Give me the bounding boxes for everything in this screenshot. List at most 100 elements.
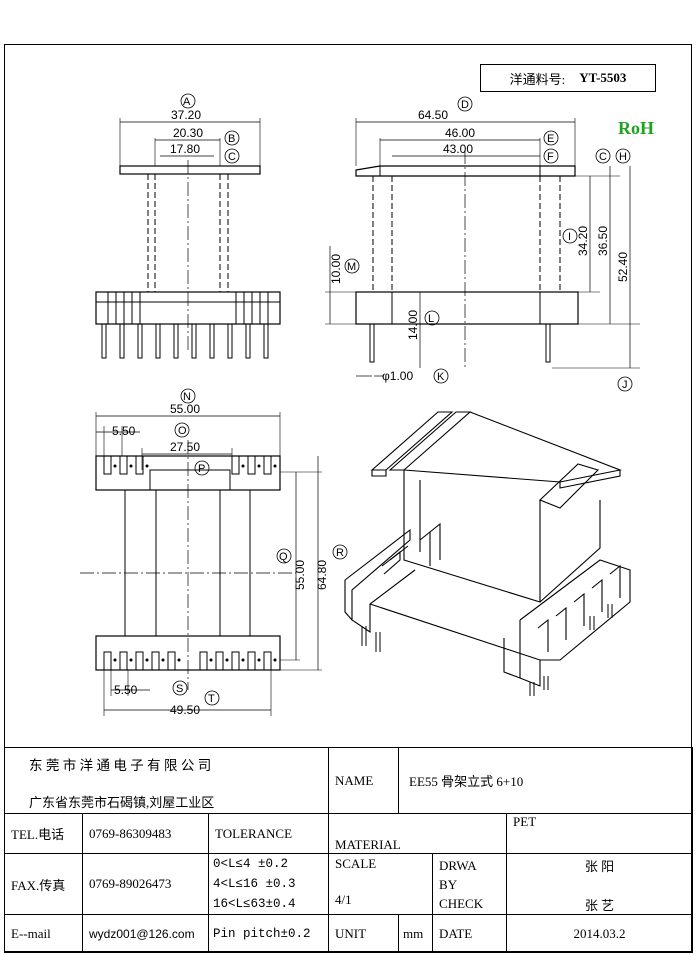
tolerance-row-1: 0<L≤4 ±0.2	[213, 857, 289, 871]
dim-B: 20.30	[173, 126, 203, 140]
tolerance-row-3: 16<L≤63±0.4	[213, 897, 296, 911]
svg-text:Q: Q	[279, 551, 288, 563]
company-name: 东 莞 市 洋 通 电 子 有 限 公 司	[29, 758, 212, 773]
name-value: EE55 骨架立式 6+10	[398, 747, 694, 814]
svg-text:S: S	[176, 683, 183, 695]
marker-N: N	[180, 388, 196, 404]
marker-F: F	[543, 148, 559, 164]
marker-B: B	[224, 130, 240, 146]
svg-text:H: H	[619, 151, 627, 163]
dim-S: 5.50	[114, 683, 138, 697]
tolerance-values: 0<L≤4 ±0.2 4<L≤16 ±0.3 16<L≤63±0.4	[207, 853, 330, 915]
front-view	[95, 118, 281, 359]
side-view	[325, 118, 640, 377]
tel-label: TEL.电话	[4, 813, 83, 854]
date-label: DATE	[432, 914, 508, 953]
marker-E: E	[543, 130, 559, 146]
company-cell: 东 莞 市 洋 通 电 子 有 限 公 司 广东省东莞市石碣镇,刘屋工业区	[3, 747, 330, 814]
dim-C: 17.80	[170, 142, 200, 156]
svg-text:D: D	[461, 99, 469, 111]
marker-R: R	[332, 544, 348, 560]
technical-drawing: 37.20 20.30 17.80 A B C	[80, 93, 640, 717]
svg-text:I: I	[568, 231, 571, 243]
tolerance-label: TOLERANCE	[207, 813, 330, 854]
dim-L: 14.00	[406, 310, 420, 340]
company-address: 广东省东莞市石碣镇,刘屋工业区	[29, 795, 215, 810]
marker-O: O	[174, 422, 190, 438]
marker-T: T	[204, 690, 220, 706]
check-value: 张 艺	[584, 898, 615, 913]
marker-D: D	[457, 96, 473, 112]
dim-F: 43.00	[443, 142, 473, 156]
marker-J: J	[617, 376, 633, 392]
marker-H: H	[615, 148, 631, 164]
scale-cell: SCALE 4/1	[328, 853, 434, 915]
dim-D: 64.50	[418, 108, 448, 122]
unit-value: mm	[398, 914, 434, 953]
dim-N: 55.00	[170, 402, 200, 416]
svg-text:O: O	[178, 425, 187, 437]
dim-P: 27.50	[170, 440, 200, 454]
name-label: NAME	[328, 747, 400, 814]
svg-text:M: M	[347, 261, 356, 273]
fax-value: 0769-89026473	[82, 853, 209, 915]
email-label: E--mail	[4, 914, 83, 953]
drawby-value-cell: 张 阳 张 艺	[506, 853, 694, 915]
svg-text:A: A	[183, 96, 191, 108]
dim-E: 46.00	[445, 126, 475, 140]
material-label: MATERIAL	[328, 813, 508, 854]
marker-P: P	[194, 460, 210, 476]
dim-O: 5.50	[112, 424, 136, 438]
marker-C2: C	[595, 148, 611, 164]
fax-label: FAX.传真	[4, 853, 83, 915]
unit-label: UNIT	[328, 914, 400, 953]
dim-K: φ1.00	[382, 369, 413, 383]
svg-text:J: J	[622, 379, 628, 391]
dim-A: 37.20	[171, 108, 201, 122]
isometric-view	[344, 411, 631, 696]
tolerance-row-2: 4<L≤16 ±0.3	[213, 877, 296, 891]
title-block: 东 莞 市 洋 通 电 子 有 限 公 司 广东省东莞市石碣镇,刘屋工业区 NA…	[3, 747, 694, 953]
tel-value: 0769-86309483	[82, 813, 209, 854]
email-value: wydz001@126.com	[82, 914, 209, 953]
marker-C: C	[224, 148, 240, 164]
pin-pitch: Pin pitch±0.2	[207, 914, 330, 953]
part-number-box: 洋通料号: YT-5503	[480, 64, 656, 92]
dim-J: 52.40	[616, 252, 630, 282]
svg-text:L: L	[428, 313, 434, 325]
part-number-code: YT-5503	[579, 70, 627, 85]
dim-M: 10.00	[329, 254, 343, 284]
svg-text:C: C	[599, 151, 607, 163]
dim-I: 34.20	[576, 226, 590, 256]
rohs-mark: RoH	[618, 118, 654, 138]
drawby-cell: DRWA BY CHECK	[432, 853, 508, 915]
date-value: 2014.03.2	[506, 914, 694, 953]
svg-text:E: E	[547, 133, 554, 145]
marker-I: I	[562, 228, 578, 244]
scale-value: 4/1	[335, 892, 352, 907]
marker-K: K	[433, 368, 449, 384]
dim-Q: 55.00	[293, 560, 307, 590]
svg-text:B: B	[228, 133, 235, 145]
dim-T: 49.50	[170, 703, 200, 717]
drawby-label: DRWA BY	[439, 858, 476, 892]
marker-A: A	[180, 93, 196, 109]
marker-M: M	[344, 258, 360, 274]
svg-text:P: P	[198, 463, 205, 475]
svg-text:K: K	[437, 371, 445, 383]
bottom-view	[80, 412, 322, 716]
marker-S: S	[172, 680, 188, 696]
dim-I2: 36.50	[596, 226, 610, 256]
svg-text:N: N	[183, 391, 191, 403]
scale-label: SCALE	[335, 856, 377, 871]
marker-L: L	[424, 310, 440, 326]
svg-text:C: C	[228, 151, 236, 163]
dim-R: 64.80	[315, 560, 329, 590]
svg-text:T: T	[208, 693, 215, 705]
marker-Q: Q	[276, 548, 292, 564]
part-number-label: 洋通料号:	[509, 71, 566, 87]
svg-text:F: F	[547, 151, 554, 163]
drawby-value: 张 阳	[584, 859, 615, 874]
check-label: CHECK	[439, 896, 484, 911]
material-value: PET	[506, 813, 694, 854]
